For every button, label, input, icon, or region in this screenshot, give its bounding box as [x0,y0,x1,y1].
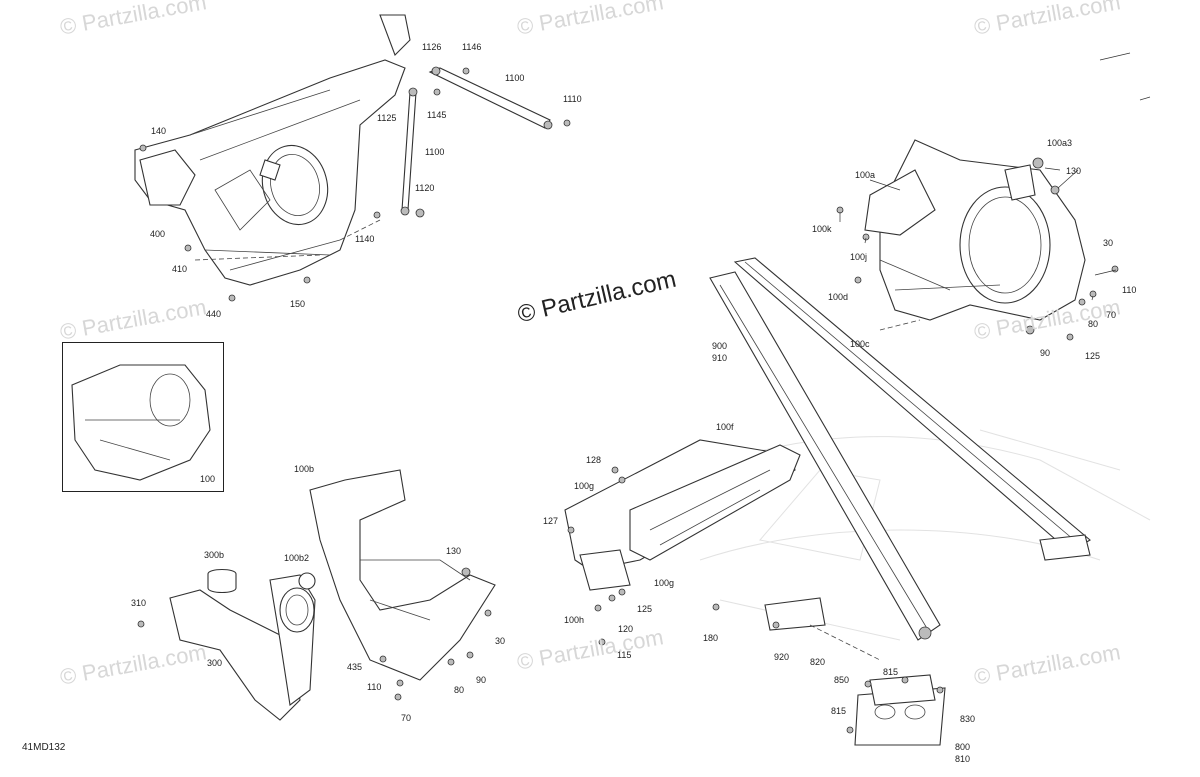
callout-920: 920 [774,652,790,662]
callout-1100: 1100 [425,147,445,157]
callout-100b: 100b [294,464,315,474]
callout-900: 900 [712,341,728,351]
callout-100j: 100j [850,252,868,262]
callout-80: 80 [454,685,465,695]
callout-100h: 100h [564,615,585,625]
callout-128: 128 [586,455,602,465]
leader-lines [839,52,1151,301]
callout-1110: 1110 [563,94,582,104]
callout-90: 90 [1040,348,1051,358]
callout-140: 140 [151,126,167,136]
callout-125: 125 [637,604,653,614]
callout-100b2: 100b2 [284,553,310,563]
callout-70: 70 [401,713,412,723]
callout-310: 310 [131,598,147,608]
callout-110: 110 [367,682,382,692]
callout-130: 130 [446,546,462,556]
callout-70: 70 [1106,310,1117,320]
callout-100f: 100f [716,422,734,432]
callout-1140: 1140 [355,234,375,244]
callout-820: 820 [810,657,826,667]
callout-1146: 1146 [462,42,482,52]
callout-90: 90 [476,675,487,685]
callout-30: 30 [1103,238,1114,248]
callout-80: 80 [1088,319,1099,329]
callout-410: 410 [172,264,188,274]
callout-127: 127 [543,516,559,526]
callout-100d: 100d [828,292,849,302]
figure-code: 41MD132 [22,742,66,753]
long-frame-tubes [709,257,1091,641]
callout-100c: 100c [850,339,870,349]
callout-100g: 100g [574,481,595,491]
callout-1120: 1120 [415,183,435,193]
front-frame-assembly [134,14,411,286]
callout-100a: 100a [855,170,876,180]
callout-300: 300 [207,658,223,668]
callout-810: 810 [955,754,971,764]
stabilizer-rods [373,66,571,219]
callout-180: 180 [703,633,719,643]
callout-100k: 100k [812,224,832,234]
callout-1145: 1145 [427,110,447,120]
callout-400: 400 [150,229,166,239]
callout-120: 120 [618,624,634,634]
callout-100a3: 100a3 [1047,138,1073,148]
callout-100: 100 [200,474,216,484]
callout-830: 830 [960,714,976,724]
lower-left-assembly [137,469,496,721]
callout-440: 440 [206,309,222,319]
callout-125: 125 [1085,351,1101,361]
callout-1125: 1125 [377,113,397,123]
lower-right-brackets [764,597,946,746]
callout-815: 815 [831,706,847,716]
callout-800: 800 [955,742,971,752]
callout-435: 435 [347,662,363,672]
callout-300b: 300b [204,550,225,560]
callout-1126: 1126 [422,42,442,52]
front-frame-hardware [139,144,311,302]
callout-30: 30 [495,636,506,646]
callout-110: 110 [1122,285,1137,295]
inset-frame-box [62,342,224,492]
callout-815: 815 [883,667,899,677]
callout-130: 130 [1066,166,1082,176]
callout-850: 850 [834,675,850,685]
callout-150: 150 [290,299,306,309]
inset-frame-drawing [71,364,211,481]
callout-100g: 100g [654,578,675,588]
middle-bracket-assembly [564,439,801,646]
callout-1100: 1100 [505,73,525,83]
callout-115: 115 [617,650,632,660]
callout-910: 910 [712,353,728,363]
rear-upper-frame-assembly [836,139,1119,341]
background-frame-ghost [639,429,1151,641]
